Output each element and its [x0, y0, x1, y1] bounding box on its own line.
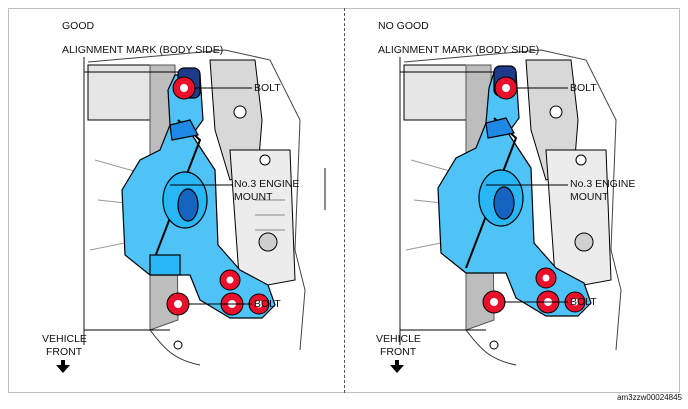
right-alignment-mark-label: ALIGNMENT MARK (BODY SIDE): [378, 44, 540, 56]
figure-code: am3zzw00024845: [617, 393, 682, 402]
right-bolt-top-label: BOLT: [570, 82, 597, 94]
left-panel-title: GOOD: [62, 20, 95, 32]
left-vehicle-front-line2: FRONT: [46, 346, 83, 358]
right-mount-label-line2: MOUNT: [570, 191, 609, 203]
left-mount-label-line2: MOUNT: [234, 191, 273, 203]
left-front-arrow-icon: [56, 360, 70, 373]
left-alignment-mark-label: ALIGNMENT MARK (BODY SIDE): [62, 44, 224, 56]
left-vehicle-front-line1: VEHICLE: [42, 333, 87, 345]
right-leader-lines: [399, 57, 568, 345]
left-leader-lines: [83, 57, 326, 345]
right-front-arrow-icon: [390, 360, 404, 373]
left-mount-label-line1: No.3 ENGINE: [234, 178, 300, 190]
right-bolts: [482, 76, 586, 314]
right-vehicle-front-line1: VEHICLE: [376, 333, 421, 345]
right-vehicle-front-line2: FRONT: [380, 346, 417, 358]
left-background-structure: [87, 49, 306, 366]
left-bolt-bottom-label: BOLT: [254, 298, 281, 310]
right-panel-illustration: [390, 49, 622, 373]
left-bolts: [166, 76, 270, 316]
left-panel-illustration: [56, 49, 326, 373]
right-bolt-bottom-label: BOLT: [570, 296, 597, 308]
right-mount-label-line1: No.3 ENGINE: [570, 178, 636, 190]
right-panel-title: NO GOOD: [378, 20, 429, 32]
left-bolt-top-label: BOLT: [254, 82, 281, 94]
panel-divider: [344, 8, 345, 393]
right-engine-mount-bracket: [437, 65, 592, 317]
